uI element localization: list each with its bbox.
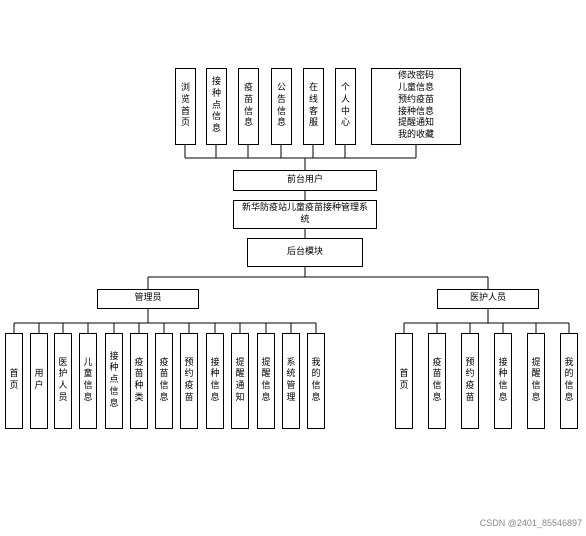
item-label: 我的信息: [564, 357, 574, 403]
item-label: 儿童信息: [83, 357, 93, 403]
admin-item-vaccine-type: 疫苗种类: [130, 333, 148, 429]
admin-node: 管理员: [97, 289, 199, 309]
admin-item-child-info: 儿童信息: [79, 333, 97, 429]
detail-vaccination-info: 接种信息: [397, 106, 434, 117]
personal-center-list: 修改密码 儿童信息 预约疫苗 接种信息 提醒通知 我的收藏: [398, 71, 434, 142]
item-label: 用户: [34, 369, 44, 391]
item-label: 接种信息: [498, 357, 508, 403]
node-label: 后台模块: [286, 246, 323, 257]
module-online-service: 在线客服: [303, 68, 324, 145]
module-personal-center-details: 修改密码 儿童信息 预约疫苗 接种信息 提醒通知 我的收藏: [371, 68, 461, 145]
admin-item-reminder-notice: 提醒通知: [231, 333, 249, 429]
front-user-node: 前台用户: [233, 170, 377, 191]
admin-item-vaccination-point-info: 接种点信息: [105, 333, 123, 429]
item-label: 提醒通知: [235, 357, 245, 403]
system-name-node: 新华防疫站儿童疫苗接种管理系统: [233, 200, 377, 229]
item-label: 提醒信息: [531, 357, 541, 403]
detail-reminder-notice: 提醒通知: [397, 118, 434, 129]
detail-child-info: 儿童信息: [397, 82, 434, 93]
admin-item-medical-staff: 医护人员: [54, 333, 72, 429]
medical-item-home: 首页: [395, 333, 413, 429]
node-label: 新华防疫站儿童疫苗接种管理系统: [241, 203, 368, 225]
module-vaccine-info: 疫苗信息: [238, 68, 259, 145]
module-label: 浏览首页: [180, 83, 190, 129]
admin-item-system-management: 系统管理: [282, 333, 300, 429]
detail-my-favorites: 我的收藏: [397, 130, 434, 141]
module-announcement-info: 公告信息: [271, 68, 292, 145]
admin-item-reminder-info: 提醒信息: [257, 333, 275, 429]
node-label: 前台用户: [286, 174, 323, 185]
item-label: 接种信息: [210, 357, 220, 403]
detail-change-password: 修改密码: [397, 70, 434, 81]
backend-node: 后台模块: [247, 238, 363, 267]
item-label: 医护人员: [58, 357, 68, 403]
module-personal-center: 个人中心: [335, 68, 356, 145]
watermark-text: CSDN @2401_85546897: [479, 518, 582, 528]
item-label: 疫苗信息: [159, 357, 169, 403]
medical-item-vaccination-info: 接种信息: [494, 333, 512, 429]
admin-item-home: 首页: [5, 333, 23, 429]
item-label: 我的信息: [311, 357, 321, 403]
node-label: 管理员: [134, 293, 162, 304]
item-label: 预约疫苗: [184, 357, 194, 403]
module-label: 接种点信息: [211, 77, 221, 135]
module-label: 个人中心: [340, 83, 350, 129]
item-label: 首页: [399, 369, 409, 391]
item-label: 提醒信息: [261, 357, 271, 403]
item-label: 疫苗种类: [134, 357, 144, 403]
medical-staff-node: 医护人员: [437, 289, 539, 309]
item-label: 疫苗信息: [432, 357, 442, 403]
medical-item-reminder-info: 提醒信息: [527, 333, 545, 429]
module-label: 疫苗信息: [243, 83, 253, 129]
item-label: 首页: [9, 369, 19, 391]
admin-item-vaccination-info: 接种信息: [206, 333, 224, 429]
medical-item-my-info: 我的信息: [560, 333, 578, 429]
module-vaccination-point-info: 接种点信息: [206, 68, 227, 145]
detail-book-vaccine: 预约疫苗: [397, 94, 434, 105]
item-label: 系统管理: [286, 357, 296, 403]
item-label: 接种点信息: [109, 351, 119, 409]
item-label: 预约疫苗: [465, 357, 475, 403]
admin-item-book-vaccine: 预约疫苗: [180, 333, 198, 429]
admin-item-users: 用户: [30, 333, 48, 429]
admin-item-my-info: 我的信息: [307, 333, 325, 429]
admin-item-vaccine-info: 疫苗信息: [155, 333, 173, 429]
medical-item-vaccine-info: 疫苗信息: [428, 333, 446, 429]
node-label: 医护人员: [469, 293, 506, 304]
module-browse-home: 浏览首页: [175, 68, 196, 145]
module-label: 公告信息: [276, 83, 286, 129]
medical-item-book-vaccine: 预约疫苗: [461, 333, 479, 429]
module-label: 在线客服: [308, 83, 318, 129]
